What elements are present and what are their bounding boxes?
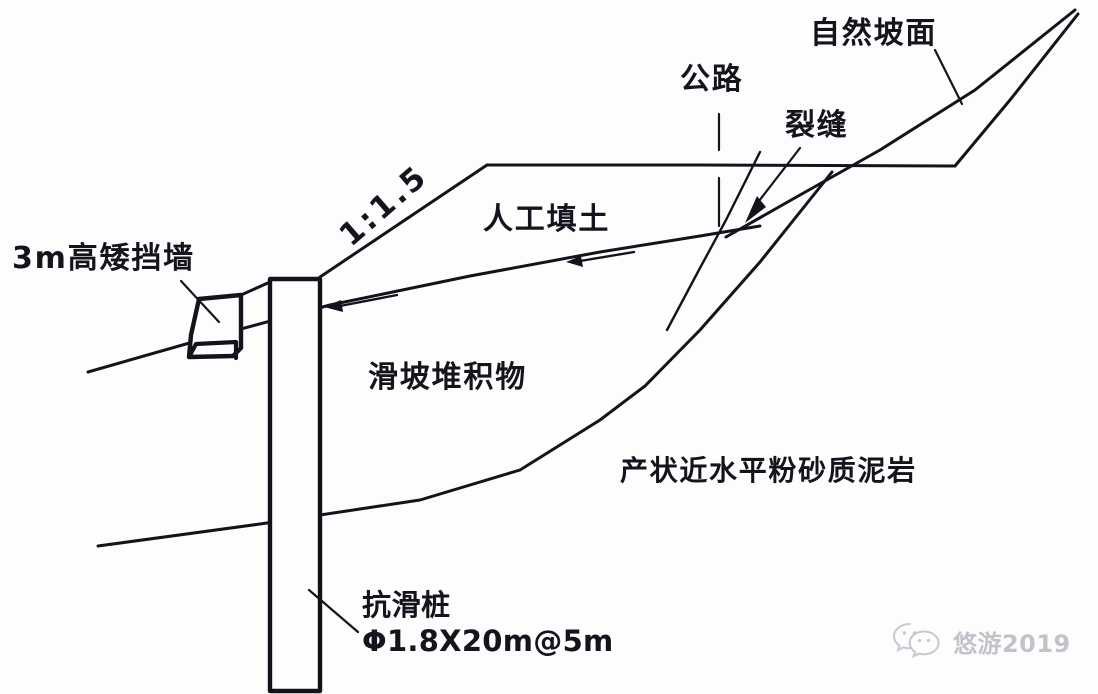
label-bedrock: 产状近水平粉砂质泥岩 — [620, 454, 917, 487]
watermark: 悠游2019 — [888, 618, 1071, 664]
natural-slope-line — [724, 8, 1077, 239]
retaining-wall-leader — [179, 279, 221, 324]
label-highway: 公路 — [680, 62, 744, 97]
crack-line — [665, 150, 762, 332]
wechat-icon — [892, 622, 940, 659]
natural-slope-leader — [933, 48, 964, 106]
label-anti-slide-pile: 抗滑桩 Φ1.8X20m@5m — [362, 588, 614, 660]
pile-leader — [307, 588, 360, 634]
fill-slope-line — [318, 163, 489, 279]
slip-direction-arrow-right — [566, 250, 636, 267]
slip-direction-arrow-left — [324, 293, 399, 312]
label-landslide-deposit: 滑坡堆积物 — [368, 360, 527, 395]
label-retaining-wall: 3m高矮挡墙 — [12, 241, 195, 276]
pile-spec-text: Φ1.8X20m@5m — [362, 623, 614, 658]
pile-name-text: 抗滑桩 — [362, 588, 451, 622]
road-surface-line — [485, 163, 957, 168]
label-artificial-fill: 人工填土 — [483, 202, 611, 237]
retaining-wall-base — [186, 339, 239, 361]
crack-leader — [745, 146, 802, 223]
anti-slide-pile — [267, 276, 323, 694]
retaining-wall-shape — [186, 292, 244, 360]
retaining-wall-crest-link — [239, 280, 272, 297]
bedrock-contact-line — [96, 170, 834, 548]
label-crack: 裂缝 — [785, 108, 849, 143]
label-natural-slope: 自然坡面 — [810, 16, 938, 51]
right-embankment-line — [953, 12, 1080, 168]
watermark-text: 悠游2019 — [953, 629, 1071, 658]
